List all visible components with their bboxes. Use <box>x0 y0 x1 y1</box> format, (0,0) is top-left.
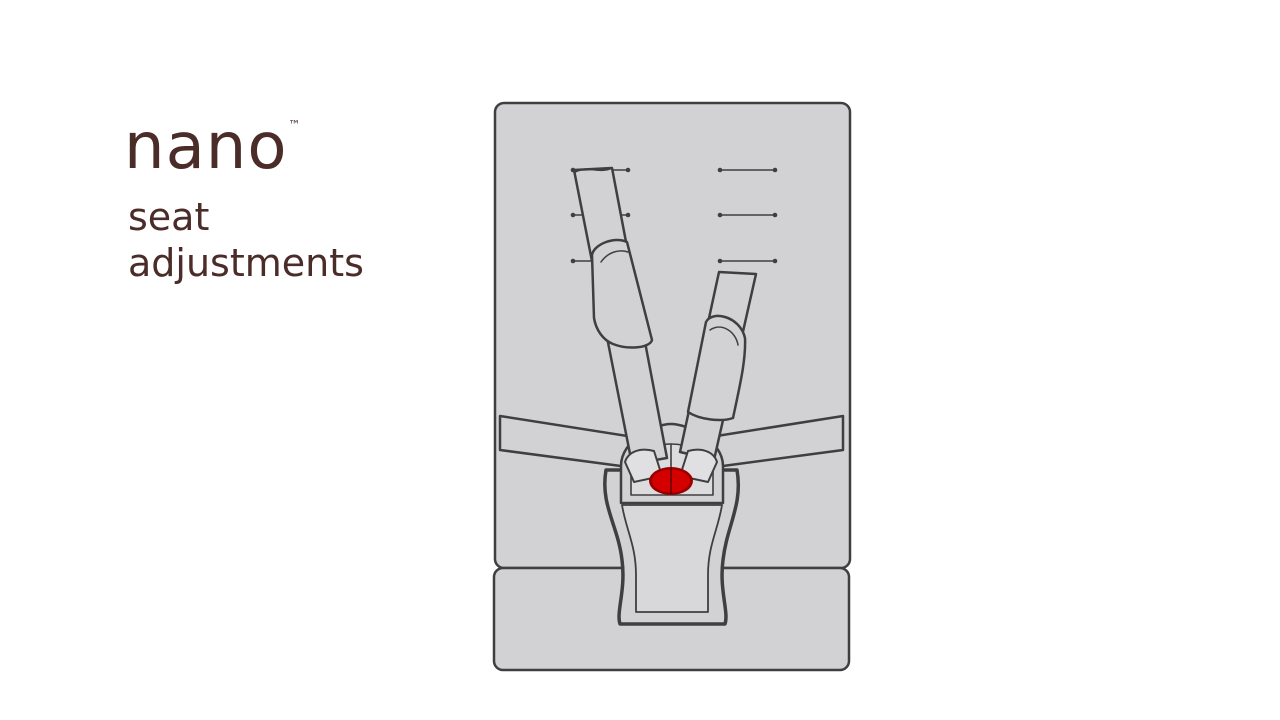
left-pad-seam <box>600 250 629 263</box>
car-seat-diagram <box>492 101 852 672</box>
right-shoulder-pad <box>686 314 747 422</box>
right-pad-seam <box>709 326 739 346</box>
title-line-2: adjustments <box>128 241 364 285</box>
left-strap-top <box>574 167 613 173</box>
trademark-symbol: ™ <box>288 118 301 132</box>
left-shoulder-pad <box>590 238 654 349</box>
title-line-1: seat <box>128 195 210 239</box>
page-title: seat adjustments <box>128 194 364 286</box>
buckle-release-button <box>649 467 693 495</box>
brand-name: nano <box>124 110 288 184</box>
brand-logo: nano™ <box>124 108 301 186</box>
crotch-pad-inner <box>621 504 723 613</box>
